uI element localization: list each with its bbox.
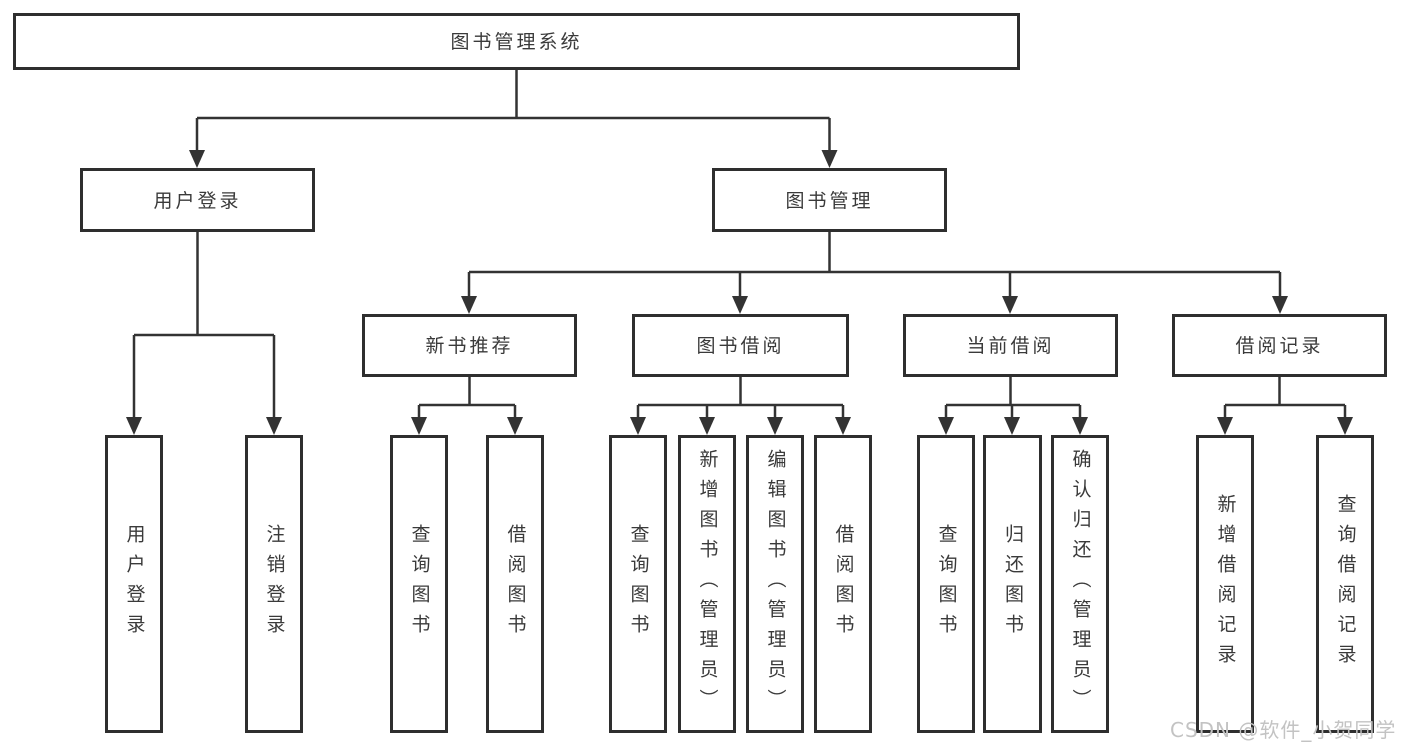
arrow-icon (732, 296, 748, 314)
arrow-icon (699, 417, 715, 435)
arrow-icon (767, 417, 783, 435)
node-root-system: 图书管理系统 (13, 13, 1020, 70)
arrow-icon (1002, 296, 1018, 314)
arrow-icon (821, 150, 838, 168)
arrow-icon (1272, 296, 1288, 314)
arrow-icon (507, 417, 523, 435)
connector-book-mgmt-branch (467, 232, 1282, 298)
arrow-icon (461, 296, 477, 314)
leaf-query-books-current: 查询图书 (917, 435, 975, 733)
node-new-book-recommend: 新书推荐 (362, 314, 577, 377)
leaf-edit-books-admin: 编辑图书（管理员） (746, 435, 804, 733)
connector-root-branch (195, 70, 831, 152)
connector-new-book-branch (417, 377, 517, 419)
arrow-icon (1072, 417, 1088, 435)
arrow-icon (1217, 417, 1233, 435)
node-book-management: 图书管理 (712, 168, 947, 232)
connector-book-borrow-branch (636, 377, 845, 419)
arrow-icon (630, 417, 646, 435)
connector-user-login-branch (132, 232, 276, 419)
leaf-add-books-admin: 新增图书（管理员） (678, 435, 736, 733)
node-user-login: 用户登录 (80, 168, 315, 232)
node-borrow-records: 借阅记录 (1172, 314, 1387, 377)
node-current-borrow: 当前借阅 (903, 314, 1118, 377)
arrow-icon (1004, 417, 1020, 435)
arrow-icon (126, 417, 142, 435)
leaf-query-borrow-record: 查询借阅记录 (1316, 435, 1374, 733)
arrow-icon (938, 417, 954, 435)
csdn-watermark: CSDN @软件_小贺同学 (1170, 718, 1397, 742)
leaf-confirm-return-admin: 确认归还（管理员） (1051, 435, 1109, 733)
connector-borrow-records-branch (1223, 377, 1347, 419)
leaf-user-login: 用户登录 (105, 435, 163, 733)
arrow-icon (411, 417, 427, 435)
connector-current-borrow-branch (944, 377, 1082, 419)
leaf-borrow-books-recommend: 借阅图书 (486, 435, 544, 733)
leaf-add-borrow-record: 新增借阅记录 (1196, 435, 1254, 733)
leaf-return-books: 归还图书 (983, 435, 1042, 733)
node-book-borrow: 图书借阅 (632, 314, 849, 377)
arrow-icon (835, 417, 851, 435)
arrow-icon (1337, 417, 1353, 435)
leaf-query-books-recommend: 查询图书 (390, 435, 448, 733)
leaf-logout: 注销登录 (245, 435, 303, 733)
leaf-query-books-borrow: 查询图书 (609, 435, 667, 733)
leaf-borrow-books: 借阅图书 (814, 435, 872, 733)
arrow-icon (189, 150, 205, 168)
arrow-icon (266, 417, 282, 435)
